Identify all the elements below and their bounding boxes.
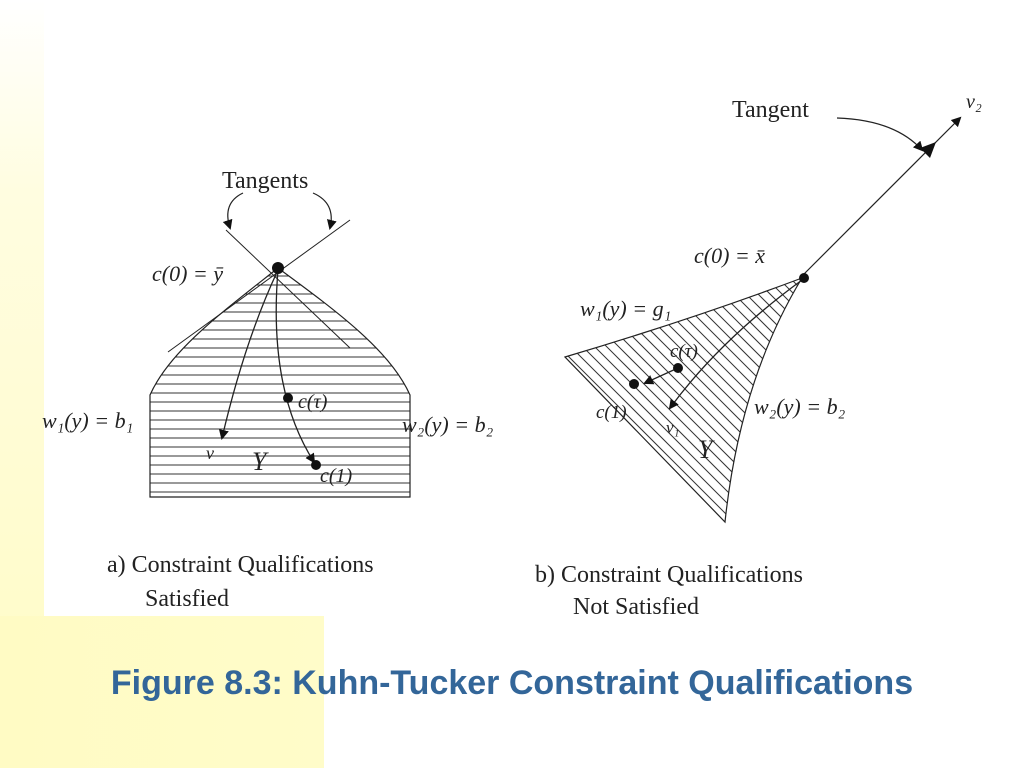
hatch-line: [711, 278, 802, 522]
subtitle-b-line1: b) Constraint Qualifications: [535, 562, 803, 588]
subtitle-a-line1: a) Constraint Qualifications: [107, 552, 374, 578]
point-c-tau: [283, 393, 293, 403]
tangent-line-right: [225, 229, 351, 349]
point-c-tau-b: [673, 363, 683, 373]
hatch-line: [565, 278, 621, 522]
path-c-arrow: [275, 269, 316, 464]
c0-label: c(0) = ȳ: [152, 261, 224, 286]
point-c1: [311, 460, 321, 470]
hatch-line: [904, 260, 1024, 540]
point-c1-b: [629, 379, 639, 389]
tangent-pointer-left: [222, 192, 244, 230]
tangent-ray-midarrow: [920, 142, 936, 158]
c-tau-label: c(τ): [298, 391, 328, 413]
right-constraint-label-b: w₂(y) = b₂: [754, 394, 846, 419]
hatch-line: [832, 260, 1024, 540]
hatch-line: [892, 260, 1024, 540]
figure-caption: Figure 8.3: Kuhn-Tucker Constraint Quali…: [110, 664, 914, 702]
region-y-label-b: Y: [698, 435, 715, 464]
tangent-pointer-b: [836, 117, 924, 152]
hatch-line: [565, 278, 717, 522]
region-y-label: Y: [252, 447, 269, 476]
left-constraint-label-b: w₁(y) = g₁: [580, 296, 671, 321]
hatch-line: [880, 260, 1024, 540]
tangent-pointer-right: [312, 192, 337, 230]
c1-label: c(1): [320, 465, 353, 487]
tangents-label: Tangents: [222, 168, 308, 194]
vector-v1-arrow: [668, 279, 803, 410]
subtitle-a-line2: Satisfied: [145, 586, 229, 612]
v1-label: v₁: [666, 418, 679, 437]
hatch-line: [687, 278, 802, 522]
vector-v-arrow: [218, 269, 279, 440]
panel-b: Tangent v₂ c(0) = x̄ w₁(y) = g₁ w₂(y) = …: [535, 91, 1024, 620]
hatch-line: [868, 260, 1024, 540]
path-c-arrow-b: [643, 367, 679, 385]
hatch-line: [565, 278, 765, 522]
hatch-line: [940, 260, 1024, 540]
point-c0: [272, 262, 284, 274]
hatch-line: [735, 278, 802, 522]
panel-a: Tangents c(0) = ȳ w₁(y) = b₁ w₂(y) = b₂…: [42, 168, 494, 612]
right-constraint-label: w₂(y) = b₂: [402, 412, 494, 437]
v2-label: v₂: [966, 91, 982, 113]
left-constraint-label: w₁(y) = b₁: [42, 408, 133, 433]
point-c0-b: [799, 273, 809, 283]
hatch-line: [699, 278, 802, 522]
v-label: v: [206, 443, 214, 463]
region-y-hatch: [150, 275, 410, 493]
background-block: [0, 616, 324, 768]
hatch-line: [844, 260, 1024, 540]
hatch-line: [723, 278, 802, 522]
kuhn-tucker-figure: Tangents c(0) = ȳ w₁(y) = b₁ w₂(y) = b₂…: [42, 91, 1024, 620]
tangent-line-left: [167, 219, 351, 353]
feasible-region-outline: [149, 267, 411, 498]
hatch-line: [856, 260, 1024, 540]
hatch-line: [565, 278, 753, 522]
c1-label-b: c(1): [596, 402, 627, 423]
subtitle-b-line2: Not Satisfied: [573, 594, 699, 620]
c-tau-label-b: c(τ): [670, 341, 698, 362]
c0-label-b: c(0) = x̄: [694, 243, 765, 268]
hatch-line: [916, 260, 1024, 540]
region-y-hatch-b: [565, 260, 1024, 540]
hatch-line: [820, 260, 1024, 540]
hatch-line: [928, 260, 1024, 540]
tangent-label: Tangent: [732, 97, 809, 123]
